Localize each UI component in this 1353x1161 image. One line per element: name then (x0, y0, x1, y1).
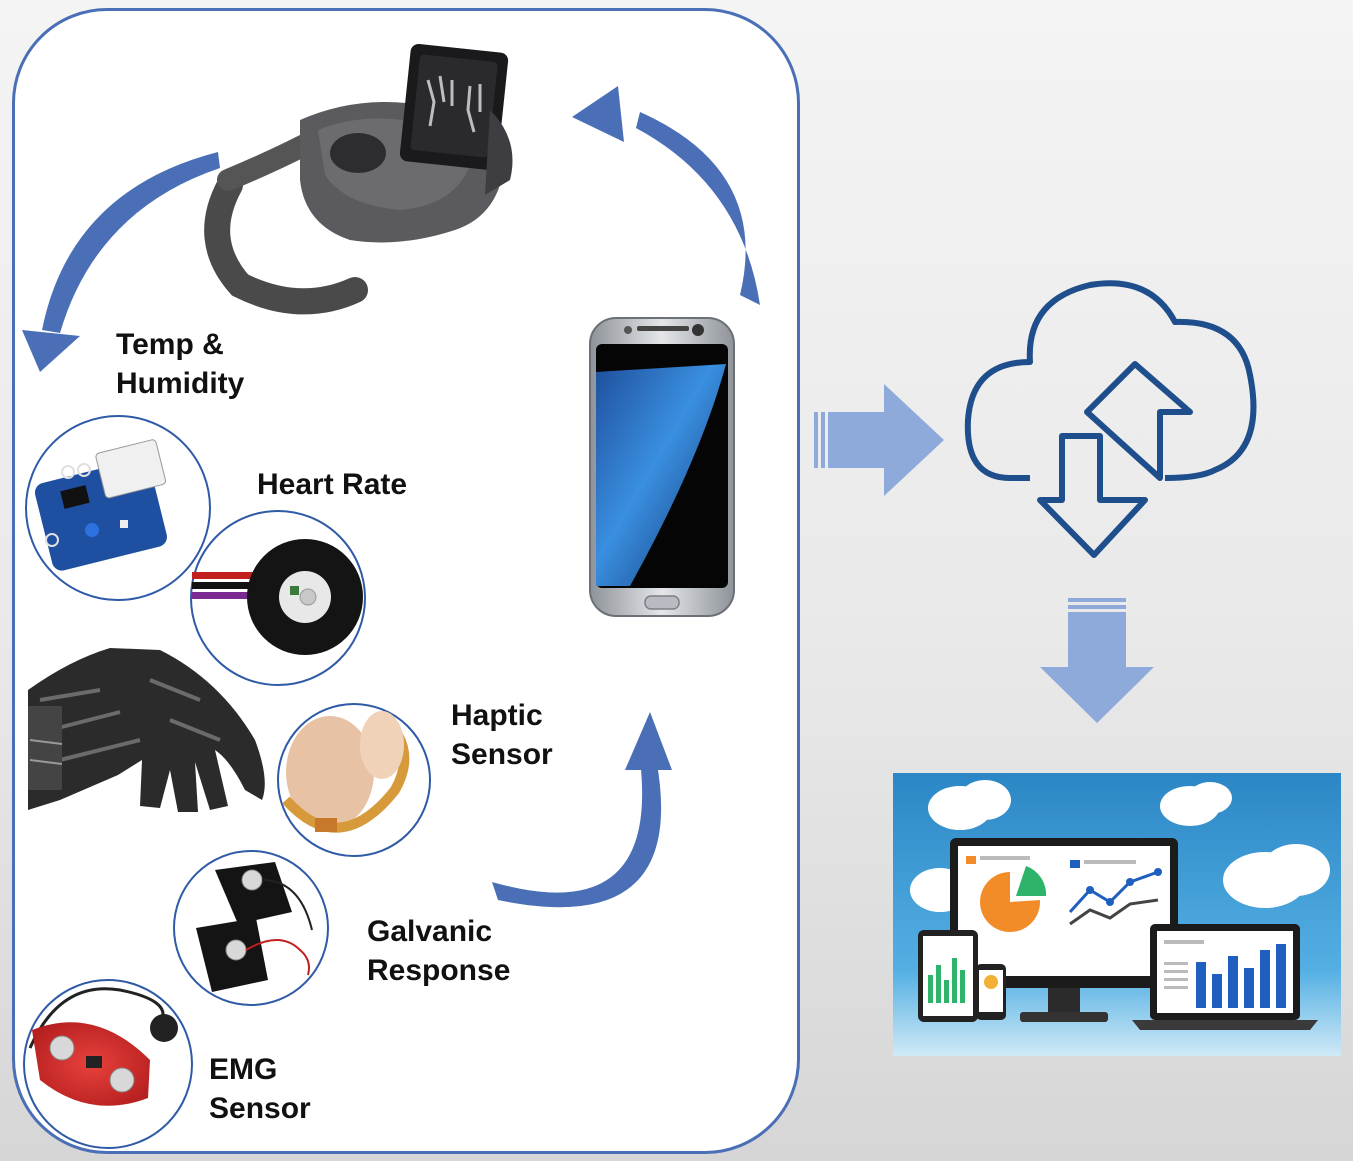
sensor-glove-icon (28, 648, 265, 812)
vr-headset-icon (204, 43, 513, 315)
temp-humidity-sensor-image (25, 415, 211, 601)
smartphone-icon (589, 317, 735, 617)
cloud-sync-icon (964, 280, 1257, 558)
devices-dashboard-icon (893, 773, 1341, 1056)
label-galvanic-response: Galvanic Response (367, 915, 511, 987)
block-arrow-right (814, 384, 944, 496)
label-haptic-sensor: Haptic Sensor (451, 699, 553, 771)
curved-arrow-headset-to-sensors (22, 152, 220, 372)
haptic-sensor-image (277, 703, 431, 857)
heart-rate-sensor-image (190, 510, 366, 686)
block-arrow-down (1040, 598, 1154, 723)
label-emg-sensor: EMG Sensor (209, 1053, 311, 1125)
label-temp-humidity: Temp & Humidity (116, 328, 245, 400)
label-heart-rate: Heart Rate (257, 468, 408, 501)
curved-arrow-sensors-to-phone (492, 712, 672, 908)
galvanic-response-sensor-image (173, 850, 329, 1006)
emg-sensor-image (23, 979, 193, 1149)
curved-arrow-phone-to-headset (572, 86, 760, 305)
